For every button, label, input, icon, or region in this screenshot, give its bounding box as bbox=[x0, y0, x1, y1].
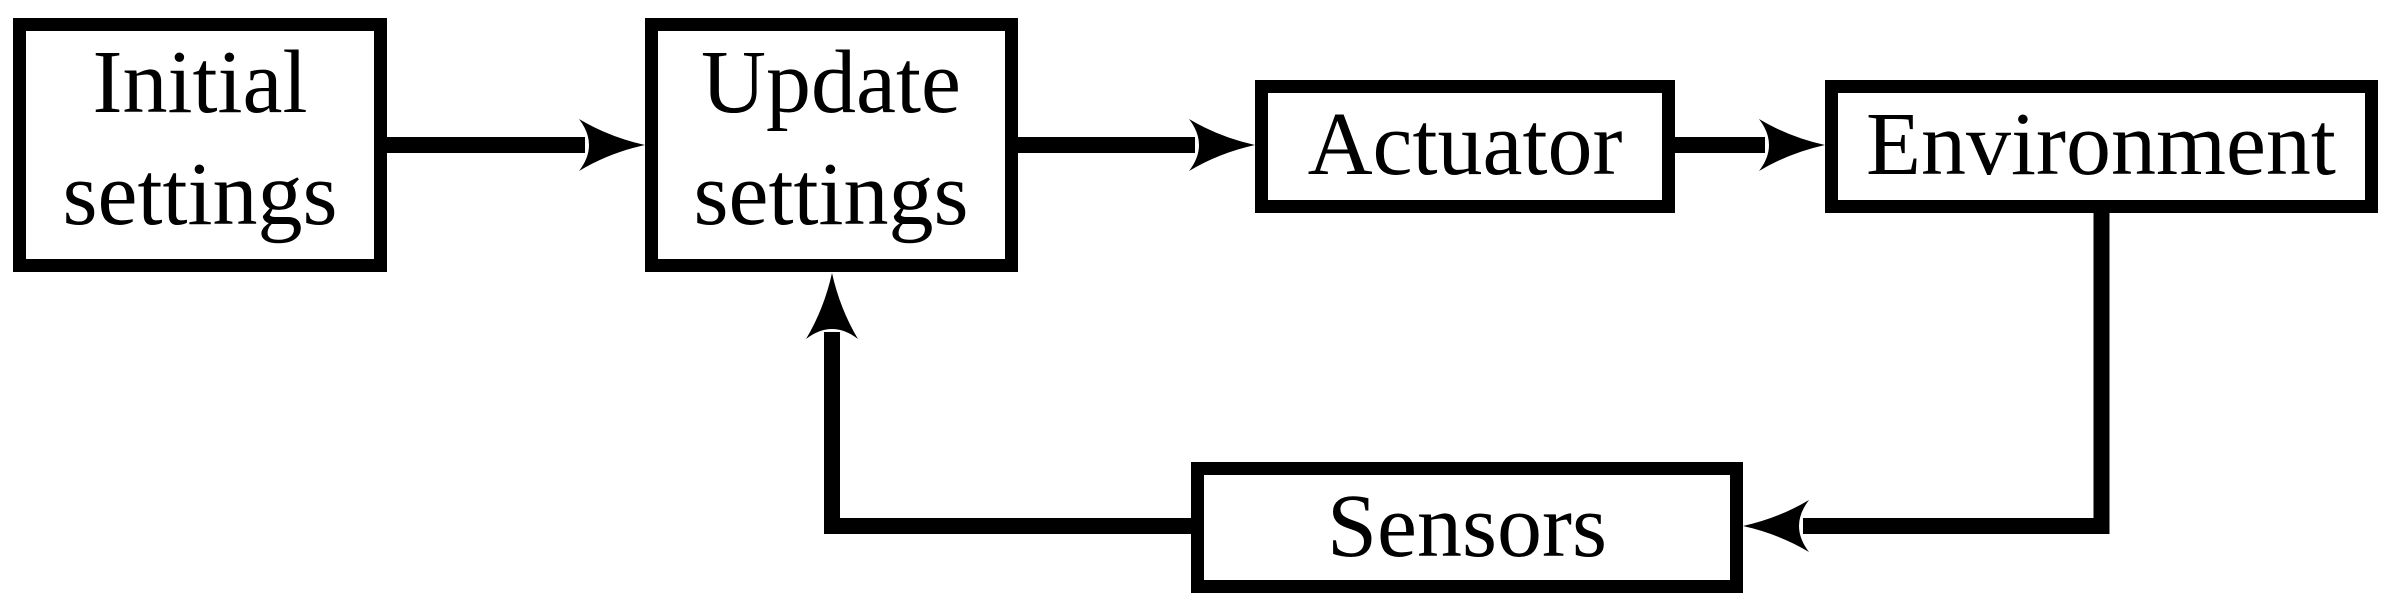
arrow-actuator-to-environment bbox=[1669, 119, 1825, 171]
actuator-label: Actuator bbox=[1308, 95, 1623, 194]
arrowhead-left-icon bbox=[1743, 500, 1809, 552]
update-settings-label-line1: Update bbox=[701, 33, 961, 132]
arrowhead-right-icon bbox=[1759, 119, 1825, 171]
arrow-sensors-to-update bbox=[806, 273, 1197, 534]
arrow-initial-to-update bbox=[381, 119, 645, 171]
node-actuator: Actuator bbox=[1255, 80, 1675, 213]
actuator-box bbox=[1255, 80, 1675, 213]
initial-settings-label-line2: settings bbox=[62, 145, 337, 244]
environment-box bbox=[1825, 80, 2378, 213]
update-settings-label-line2: settings bbox=[693, 145, 968, 244]
node-update-settings: Update settings bbox=[645, 18, 1018, 272]
node-environment: Environment bbox=[1825, 80, 2378, 213]
arrow-shaft bbox=[1803, 206, 2110, 534]
arrow-environment-to-sensors bbox=[1743, 206, 2110, 552]
arrow-update-to-actuator bbox=[1012, 119, 1255, 171]
arrowhead-right-icon bbox=[579, 119, 645, 171]
arrowhead-up-icon bbox=[806, 273, 858, 339]
sensors-box bbox=[1191, 462, 1743, 593]
initial-settings-box bbox=[13, 18, 387, 272]
environment-label: Environment bbox=[1866, 95, 2336, 194]
node-sensors: Sensors bbox=[1191, 462, 1743, 593]
update-settings-box bbox=[645, 18, 1018, 272]
arrowhead-right-icon bbox=[1189, 119, 1255, 171]
node-initial-settings: Initial settings bbox=[13, 18, 387, 272]
arrow-shaft bbox=[824, 332, 1197, 534]
initial-settings-label-line1: Initial bbox=[93, 33, 308, 132]
sensors-label: Sensors bbox=[1327, 477, 1607, 576]
